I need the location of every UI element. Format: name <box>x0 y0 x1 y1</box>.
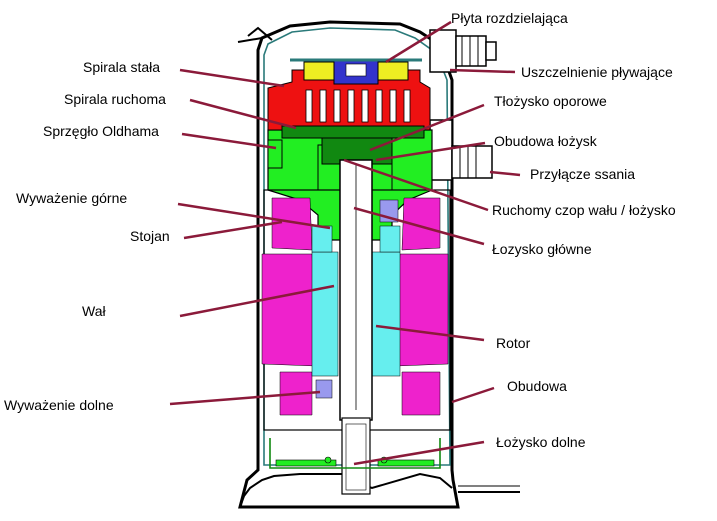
scroll-wraps <box>305 89 411 123</box>
leader-obudowa <box>451 386 495 404</box>
rotor <box>311 225 401 377</box>
leader-plyta <box>385 20 452 64</box>
label-spirala-ruchoma: Spirala ruchoma <box>64 91 166 107</box>
leader-lines <box>169 20 521 466</box>
label-stojan: Stojan <box>130 228 170 244</box>
label-przylacze: Przyłącze ssania <box>530 166 635 182</box>
leader-sprzeglo <box>181 132 277 150</box>
lower-bearing <box>269 438 441 469</box>
label-uszczelnienie: Uszczelnienie pływające <box>521 64 673 80</box>
label-lozysko-glowne: Łozysko główne <box>492 241 592 257</box>
leader-spirala-stala <box>179 68 285 88</box>
label-sprzeglo: Sprzęgło Oldhama <box>43 123 159 139</box>
label-obudowa-lozysk: Obudowa łożysk <box>494 133 598 149</box>
oldham-coupling <box>267 139 283 169</box>
label-wywazenie-dolne: Wyważenie dolne <box>4 397 114 413</box>
discharge-fitting <box>429 29 497 73</box>
floating-seal <box>290 58 422 85</box>
label-spirala-stala: Spirala stała <box>83 59 160 75</box>
label-wal: Wał <box>82 303 106 319</box>
label-tlozysko: Tłożysko oporowe <box>494 93 607 109</box>
leader-lozysko-glowne <box>353 206 485 246</box>
lower-counterweight <box>315 379 333 399</box>
label-czop: Ruchomy czop wału / łożysko <box>492 202 676 218</box>
leader-wywazenie-dolne <box>169 390 321 406</box>
leader-rotor <box>375 324 485 342</box>
labels: Płyta rozdzielająca Uszczelnienie pływaj… <box>4 10 676 450</box>
label-obudowa: Obudowa <box>507 378 567 394</box>
shaft <box>339 159 373 495</box>
stator <box>261 197 449 416</box>
leader-obudowa-lozysk <box>375 141 486 162</box>
leader-wal <box>179 284 335 318</box>
label-plyta: Płyta rozdzielająca <box>451 10 568 26</box>
leader-czop <box>343 158 489 212</box>
leader-tlozysko <box>369 103 485 152</box>
leader-uszczelnienie <box>449 68 516 74</box>
leader-stojan <box>183 220 283 240</box>
leader-przylacze <box>489 170 521 177</box>
leader-wywazenie-gorne <box>177 202 331 230</box>
leader-spirala-ruchoma <box>189 98 297 130</box>
label-wywazenie-gorne: Wyważenie górne <box>16 190 127 206</box>
label-rotor: Rotor <box>496 335 531 351</box>
leader-lozysko-dolne <box>353 440 485 466</box>
label-lozysko-dolne: Łożysko dolne <box>496 434 586 450</box>
